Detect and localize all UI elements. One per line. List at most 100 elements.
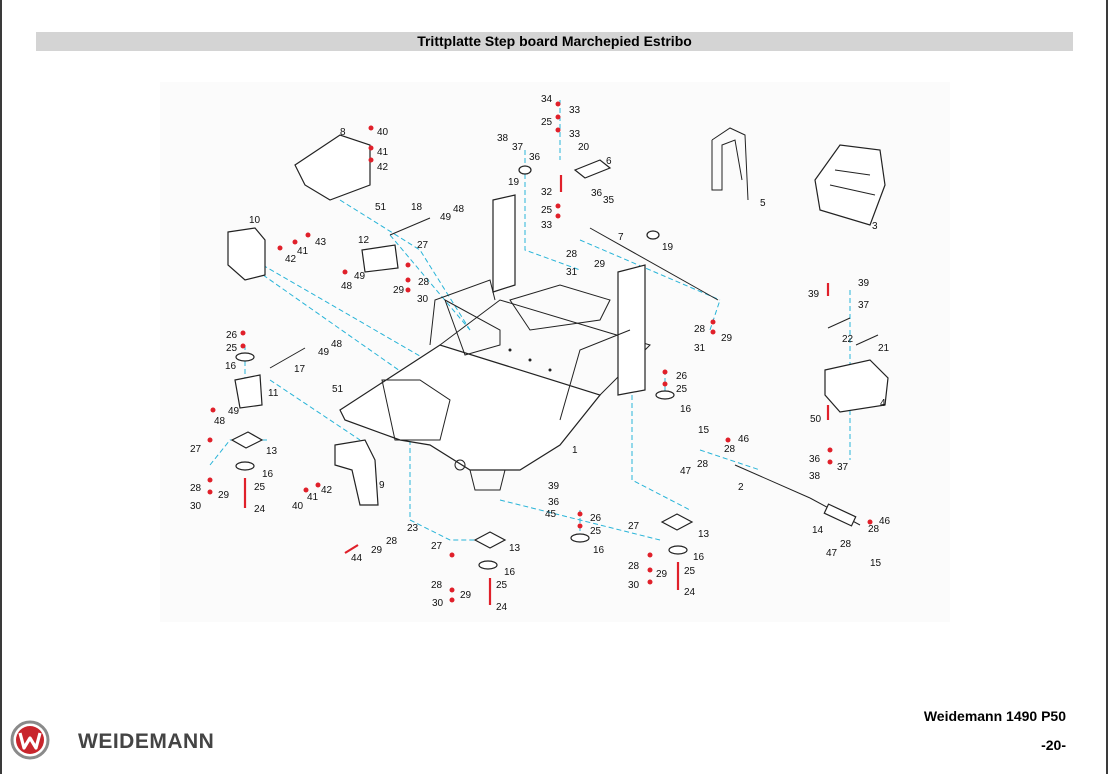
callout-5: 5	[760, 198, 766, 209]
callout-6: 6	[606, 156, 612, 167]
callout-26b: 26	[590, 513, 602, 524]
weidemann-w-logo-icon	[10, 720, 50, 760]
callout-4: 4	[880, 398, 886, 409]
callout-46b: 46	[879, 516, 891, 527]
callout-27b: 27	[417, 240, 429, 251]
callout-16a: 16	[225, 361, 237, 372]
shaft-part-17	[269, 347, 306, 369]
callout-38b: 38	[809, 471, 821, 482]
bracket-part-11	[234, 374, 263, 409]
callout-40b: 40	[292, 501, 304, 512]
callout-29b: 29	[393, 285, 405, 296]
exploded-parts-diagram: 1 2 3 4 5 6 7 8 9 10 11 12 13 13 13 14 1…	[160, 82, 950, 622]
main-frame-part-1	[339, 194, 651, 491]
callout-33a: 33	[569, 105, 581, 116]
callout-29e: 29	[371, 545, 383, 556]
callout-19a: 19	[508, 177, 520, 188]
cap-part-19b	[646, 230, 660, 240]
callout-labels: 1 2 3 4 5 6 7 8 9 10 11 12 13 13 13 14 1…	[190, 94, 891, 613]
callout-28a: 28	[190, 483, 202, 494]
callout-28c: 28	[566, 249, 578, 260]
callout-36c: 36	[548, 497, 560, 508]
callout-25e: 25	[676, 384, 688, 395]
callout-41a: 41	[377, 147, 389, 158]
callout-30b: 30	[417, 294, 429, 305]
callout-30c: 30	[432, 598, 444, 609]
callout-27a: 27	[190, 444, 202, 455]
callout-46a: 46	[738, 434, 750, 445]
shaft-part-2	[734, 464, 811, 499]
callout-48d: 48	[214, 416, 226, 427]
callout-18: 18	[411, 202, 423, 213]
callout-28h: 28	[697, 459, 709, 470]
callout-9: 9	[379, 480, 385, 491]
callout-28j: 28	[724, 444, 736, 455]
callout-48a: 48	[453, 204, 465, 215]
callout-29a: 29	[218, 490, 230, 501]
callout-26a: 26	[226, 330, 238, 341]
shaft-part-18	[389, 217, 431, 236]
callout-15b: 15	[870, 558, 882, 569]
plate-part-10	[227, 227, 266, 281]
callout-39a: 39	[548, 481, 560, 492]
mount-assemblies	[230, 352, 694, 570]
callout-17: 17	[294, 364, 306, 375]
callout-25b: 25	[254, 482, 266, 493]
callout-28b: 28	[418, 277, 430, 288]
callout-25h: 25	[541, 205, 553, 216]
callout-16b: 16	[262, 469, 274, 480]
callout-25g: 25	[541, 117, 553, 128]
callout-25d: 25	[590, 526, 602, 537]
plate-part-9	[334, 439, 379, 506]
callout-24a: 24	[254, 504, 266, 515]
callout-41c: 41	[307, 492, 319, 503]
callout-42c: 42	[321, 485, 333, 496]
page-title: Trittplatte Step board Marchepied Estrib…	[36, 32, 1073, 51]
rod-part-7	[589, 227, 719, 301]
callout-34: 34	[541, 94, 553, 105]
cover-part-8	[294, 134, 371, 201]
callout-33b: 33	[569, 129, 581, 140]
callout-27c: 27	[431, 541, 443, 552]
callout-29d: 29	[721, 333, 733, 344]
callout-28g: 28	[628, 561, 640, 572]
callout-22: 22	[842, 334, 854, 345]
callout-11: 11	[268, 388, 279, 399]
callout-37b: 37	[858, 300, 870, 311]
callout-19b: 19	[662, 242, 674, 253]
page-border-left	[0, 0, 2, 774]
callout-30a: 30	[190, 501, 202, 512]
seatbelt-part-5	[711, 127, 749, 201]
page-number: -20-	[1041, 737, 1066, 753]
callout-49a: 49	[440, 212, 452, 223]
callout-25c: 25	[496, 580, 508, 591]
callout-25a: 25	[226, 343, 238, 354]
callout-42a: 42	[377, 162, 389, 173]
seat-part-3	[814, 144, 886, 226]
callout-35: 35	[603, 195, 615, 206]
callout-20: 20	[578, 142, 590, 153]
callout-28f: 28	[431, 580, 443, 591]
callout-16c: 16	[504, 567, 516, 578]
callout-28i: 28	[840, 539, 852, 550]
callout-36d: 36	[809, 454, 821, 465]
callout-39b: 39	[808, 289, 820, 300]
diagram-svg: 1 2 3 4 5 6 7 8 9 10 11 12 13 13 13 14 1…	[190, 94, 891, 613]
callout-48c: 48	[331, 339, 343, 350]
callout-51a: 51	[375, 202, 387, 213]
callout-40a: 40	[377, 127, 389, 138]
box-part-4	[824, 359, 889, 413]
callout-16f: 16	[693, 552, 705, 563]
model-name: Weidemann 1490 P50	[923, 708, 1066, 724]
callout-37a: 37	[512, 142, 524, 153]
callout-49d: 49	[228, 406, 240, 417]
callout-31b: 31	[694, 343, 706, 354]
callout-45: 45	[545, 509, 557, 520]
callout-50: 50	[810, 414, 822, 425]
callout-47b: 47	[826, 548, 838, 559]
callout-2: 2	[738, 482, 744, 493]
page-border-right	[1106, 0, 1108, 774]
callout-33c: 33	[541, 220, 553, 231]
fasteners	[207, 101, 873, 605]
callout-29f: 29	[460, 590, 472, 601]
